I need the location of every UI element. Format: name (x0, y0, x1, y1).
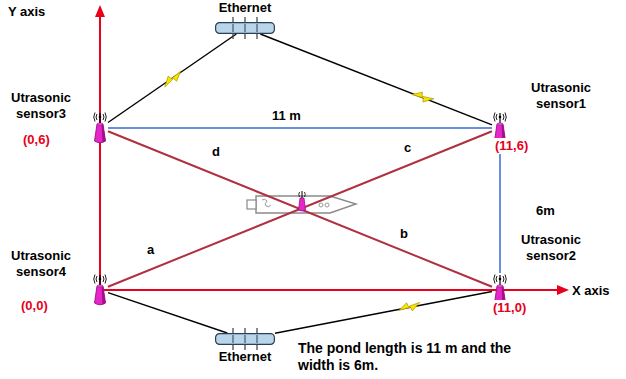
x-axis-line (100, 289, 558, 291)
ethernet-hub-icon (215, 333, 275, 345)
hub-label: Ethernet (219, 349, 272, 365)
ethernet-hub: Ethernet (215, 22, 275, 34)
distance-letter: b (400, 226, 408, 242)
ultrasonic-sensor: Utrasonic sensor4(0,0) (92, 273, 108, 307)
sensor-label: Utrasonic sensor4 (0, 248, 82, 280)
dimension-label: 11 m (270, 108, 303, 124)
sensor-label: Utrasonic sensor3 (0, 90, 82, 122)
hub-label: Ethernet (219, 0, 272, 16)
wireless-bolt (398, 300, 421, 313)
coordinate-label: (11,0) (492, 300, 527, 316)
distance-letter: a (147, 242, 154, 258)
axis-label: Y axis (8, 4, 45, 20)
axis-label: X axis (572, 283, 610, 299)
wireless-bolt (161, 69, 184, 89)
ethernet-hub-icon (215, 22, 275, 34)
connector-line (108, 293, 227, 333)
y-axis-line (99, 16, 101, 292)
x-axis-arrowhead (557, 285, 569, 295)
y-axis-arrowhead (95, 5, 105, 17)
distance-letter: d (212, 144, 220, 160)
sensor-icon (92, 111, 108, 145)
ultrasonic-sensor: Utrasonic sensor3(0,6) (92, 111, 108, 145)
coordinate-label: (0,0) (20, 298, 49, 314)
coordinate-label: (0,6) (22, 132, 51, 148)
boat-figure (247, 196, 356, 213)
coordinate-label: (11,6) (494, 138, 529, 154)
ethernet-hub: Ethernet (215, 333, 275, 345)
ultrasonic-sensor: Utrasonic sensor2(11,0) (492, 273, 508, 307)
ultrasonic-sensor: Utrasonic sensor1(11,6) (492, 111, 508, 145)
sensor-label: Utrasonic sensor1 (520, 80, 602, 112)
connector-line (108, 127, 492, 129)
connector-line (499, 145, 501, 273)
wireless-bolt (411, 89, 435, 105)
dimension-label: 6m (534, 203, 557, 219)
distance-letter: c (404, 140, 411, 156)
pond-note: The pond length is 11 m and the width is… (298, 340, 520, 374)
sensor-icon (92, 273, 108, 307)
connector-line (108, 34, 236, 122)
connector-line (108, 131, 492, 287)
sensor-label: Utrasonic sensor2 (510, 232, 592, 264)
connector-line (275, 292, 492, 334)
connector-line (108, 131, 492, 287)
boat-sensor-icon (299, 191, 306, 211)
connector-line (260, 34, 492, 125)
